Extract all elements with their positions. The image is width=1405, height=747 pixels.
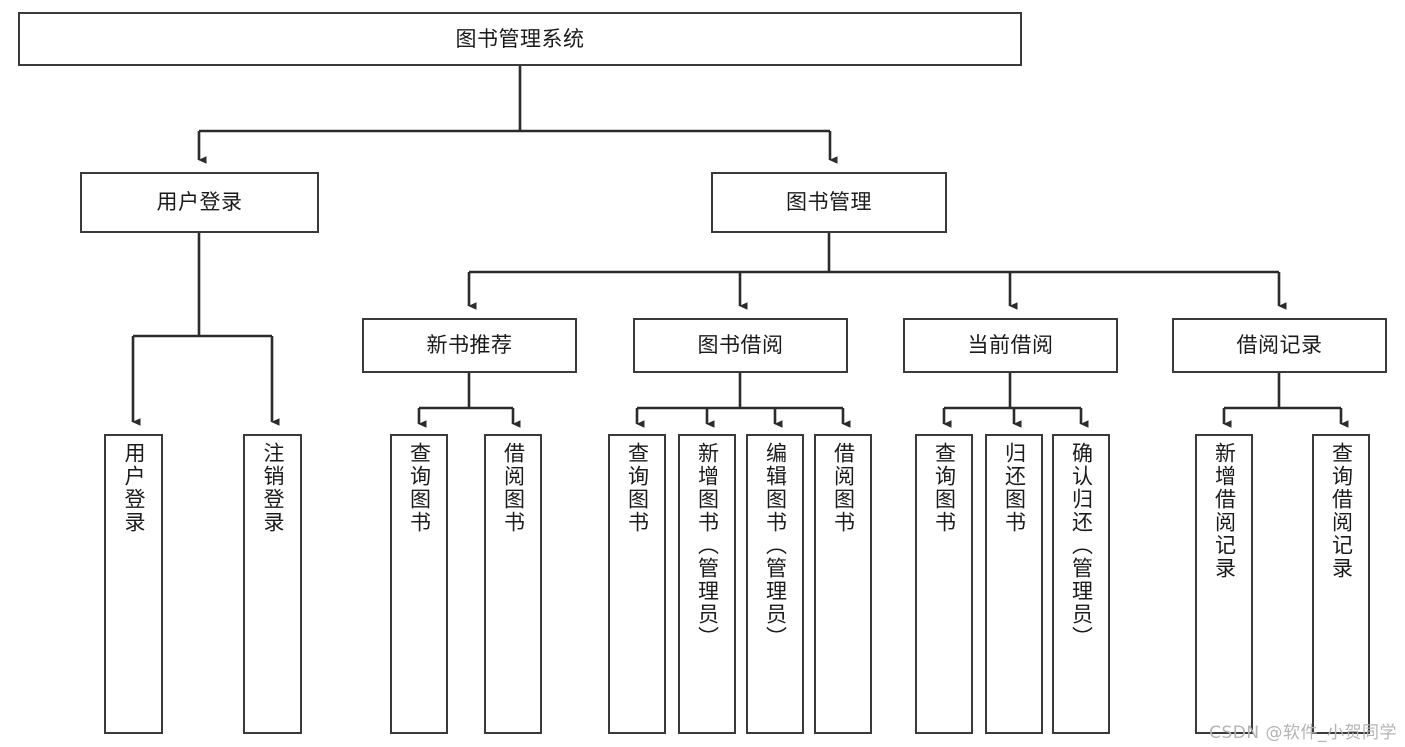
node-leaf-add-book-admin[interactable]: 新增图书（管理员） bbox=[678, 434, 736, 734]
node-label: 借阅记录 bbox=[1236, 333, 1323, 358]
watermark-text: CSDN @软件_小贺同学 bbox=[1209, 723, 1397, 743]
node-label: 编辑图书（管理员） bbox=[763, 442, 788, 649]
node-label: 新增借阅记录 bbox=[1212, 442, 1237, 580]
node-current-borrow[interactable]: 当前借阅 bbox=[903, 318, 1118, 373]
node-leaf-query-borrow-record[interactable]: 查询借阅记录 bbox=[1312, 434, 1370, 734]
node-label: 查询图书 bbox=[932, 442, 957, 534]
node-leaf-query-book-current[interactable]: 查询图书 bbox=[915, 434, 973, 734]
node-label: 当前借阅 bbox=[967, 333, 1054, 358]
node-leaf-add-borrow-record[interactable]: 新增借阅记录 bbox=[1195, 434, 1253, 734]
node-label: 图书借阅 bbox=[697, 333, 784, 358]
node-user-login[interactable]: 用户登录 bbox=[80, 172, 319, 233]
node-leaf-borrow-book[interactable]: 借阅图书 bbox=[814, 434, 872, 734]
node-leaf-logout[interactable]: 注销登录 bbox=[243, 434, 302, 734]
node-label: 新增图书（管理员） bbox=[695, 442, 720, 649]
node-label: 图书管理系统 bbox=[455, 26, 585, 51]
node-label: 查询图书 bbox=[407, 442, 432, 534]
node-label: 归还图书 bbox=[1002, 442, 1027, 534]
node-label: 确认归还（管理员） bbox=[1069, 442, 1094, 649]
node-leaf-user-login[interactable]: 用户登录 bbox=[104, 434, 163, 734]
node-new-book-recommend[interactable]: 新书推荐 bbox=[362, 318, 577, 373]
node-borrow-record[interactable]: 借阅记录 bbox=[1172, 318, 1387, 373]
node-leaf-query-book-borrow[interactable]: 查询图书 bbox=[608, 434, 666, 734]
node-leaf-borrow-book-recommend[interactable]: 借阅图书 bbox=[484, 434, 542, 734]
node-label: 查询图书 bbox=[625, 442, 650, 534]
node-label: 查询借阅记录 bbox=[1329, 442, 1354, 580]
node-label: 注销登录 bbox=[261, 442, 285, 534]
node-label: 借阅图书 bbox=[501, 442, 526, 534]
node-leaf-query-book-recommend[interactable]: 查询图书 bbox=[390, 434, 448, 734]
node-leaf-confirm-return-admin[interactable]: 确认归还（管理员） bbox=[1052, 434, 1110, 734]
node-label: 新书推荐 bbox=[426, 333, 513, 358]
node-label: 图书管理 bbox=[786, 190, 872, 215]
node-root-system[interactable]: 图书管理系统 bbox=[18, 12, 1022, 66]
node-book-borrow[interactable]: 图书借阅 bbox=[633, 318, 848, 373]
node-label: 借阅图书 bbox=[831, 442, 856, 534]
node-book-management[interactable]: 图书管理 bbox=[711, 172, 947, 233]
node-leaf-return-book[interactable]: 归还图书 bbox=[985, 434, 1043, 734]
node-label: 用户登录 bbox=[156, 190, 243, 215]
node-label: 用户登录 bbox=[122, 442, 146, 534]
node-leaf-edit-book-admin[interactable]: 编辑图书（管理员） bbox=[746, 434, 804, 734]
